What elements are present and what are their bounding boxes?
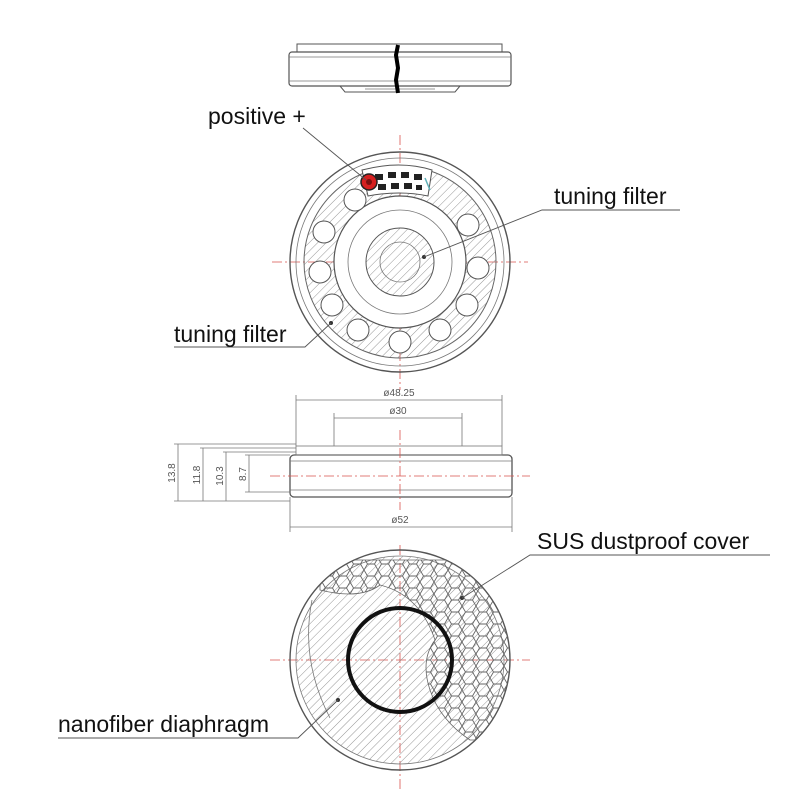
dim-13-8: 13.8	[167, 463, 178, 483]
sus-cover-leader	[461, 554, 770, 599]
tuning-filter-top-leader	[423, 209, 680, 258]
tuning-filter-bottom-leader	[174, 322, 332, 348]
label-tuning-filter-top: tuning filter	[554, 183, 667, 209]
nanofiber-leader	[58, 699, 339, 739]
dustproof-mesh	[319, 559, 510, 741]
dim-8-7: 8.7	[238, 467, 249, 481]
dim-52: ø52	[391, 515, 409, 526]
terminal-board	[360, 164, 433, 197]
voice-coil-ring	[346, 606, 454, 714]
wire	[393, 44, 401, 94]
dim-48: ø48.25	[383, 388, 415, 399]
dim-10-3: 10.3	[215, 466, 226, 486]
top-side-view	[288, 43, 512, 94]
label-sus-cover: SUS dustproof cover	[537, 528, 750, 554]
label-tuning-filter-bottom: tuning filter	[174, 321, 287, 347]
dim-11-8: 11.8	[192, 465, 203, 484]
rear-face-view	[272, 135, 528, 390]
dimension-view: ø48.25 ø30 ø52 13.8 11.8 10.3 8.7	[167, 388, 530, 532]
vent-holes	[308, 188, 490, 354]
label-nanofiber: nanofiber diaphragm	[58, 711, 269, 737]
dim-30: ø30	[389, 406, 407, 417]
label-positive: positive +	[208, 103, 306, 129]
positive-leader	[302, 127, 367, 181]
